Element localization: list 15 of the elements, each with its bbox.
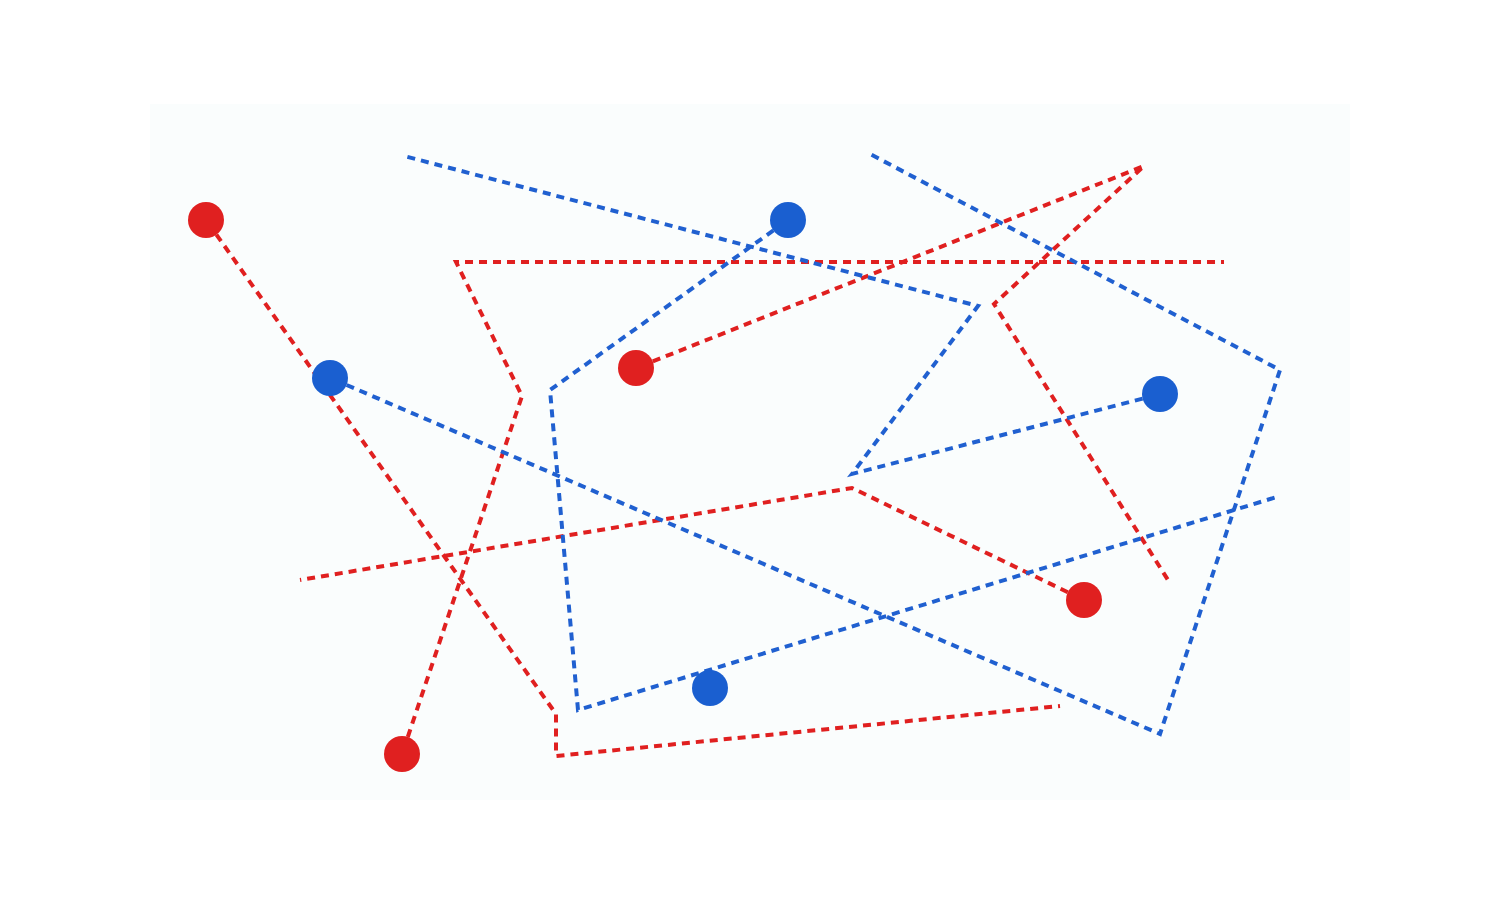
dashed-line: [652, 164, 1170, 582]
dashed-line: [547, 228, 1281, 713]
dot: [312, 360, 348, 396]
dot: [188, 202, 224, 238]
dashed-line: [345, 152, 1283, 737]
dot: [1066, 582, 1102, 618]
dot: [770, 202, 806, 238]
dashed-line: [405, 260, 1224, 738]
dot: [618, 350, 654, 386]
dashed-line: [403, 154, 1144, 478]
dot: [1142, 376, 1178, 412]
dashed-line: [299, 485, 1069, 594]
dot: [692, 670, 728, 706]
dot: [384, 736, 420, 772]
dashed-line: [214, 233, 1061, 759]
